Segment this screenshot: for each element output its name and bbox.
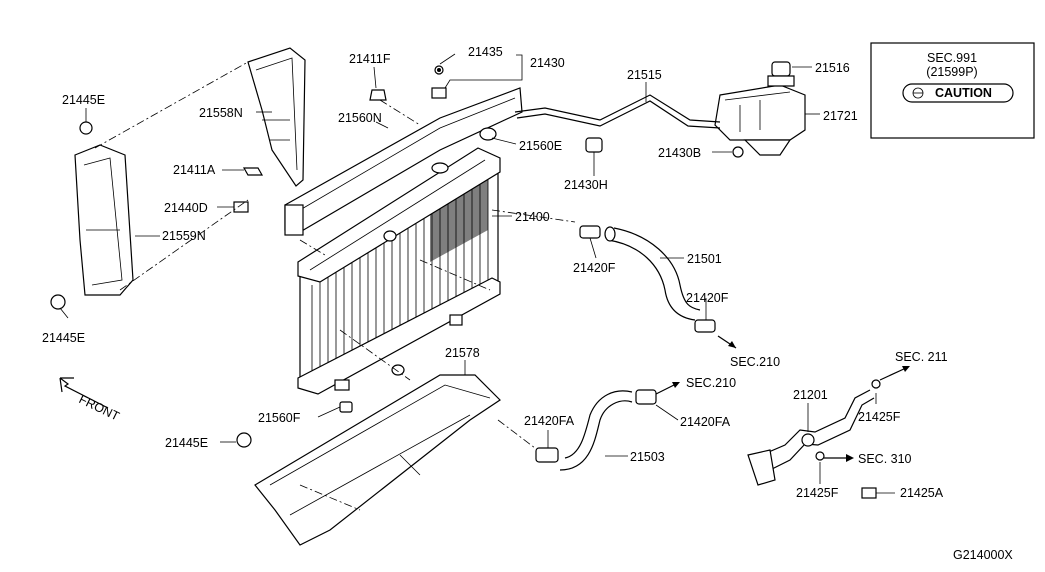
label-21430: 21430 [530, 56, 565, 70]
label-21560N: 21560N [338, 111, 382, 125]
label-21560E: 21560E [519, 139, 562, 153]
phantom-lines [94, 61, 576, 511]
diagram-id: G214000X [953, 548, 1013, 562]
label-21440D: 21440D [164, 201, 208, 215]
label-sec310: SEC. 310 [858, 452, 912, 466]
label-21425F-a: 21425F [858, 410, 901, 424]
front-label: FRONT [77, 392, 122, 424]
label-21558N: 21558N [199, 106, 243, 120]
label-21420FA-b: 21420FA [680, 415, 731, 429]
under-cover-21578 [254, 374, 501, 546]
label-21578: 21578 [445, 346, 480, 360]
air-guide-21559N [74, 144, 134, 296]
lower-hose-21503 [535, 389, 657, 471]
label-21425A: 21425A [900, 486, 944, 500]
label-21559N: 21559N [162, 229, 206, 243]
label-21435: 21435 [468, 45, 503, 59]
sec-arrows [655, 335, 910, 462]
front-arrow: FRONT [59, 377, 122, 424]
radiator-21400 [297, 147, 501, 395]
reservoir-tank-21721 [714, 61, 806, 156]
sec-991-caution-box: SEC.991 (21599P) CAUTION [870, 42, 1035, 139]
caution-label: CAUTION [935, 86, 992, 100]
label-21420FA-a: 21420FA [524, 414, 575, 428]
sec-box-subtitle: (21599P) [926, 65, 977, 79]
label-21201: 21201 [793, 388, 828, 402]
label-21420F-b: 21420F [686, 291, 729, 305]
label-sec210-a: SEC.210 [730, 355, 780, 369]
label-21425F-b: 21425F [796, 486, 839, 500]
shroud-side-21558N [247, 47, 306, 187]
label-21411A: 21411A [173, 163, 216, 177]
sec-box-title: SEC.991 [927, 51, 977, 65]
label-sec211: SEC. 211 [895, 350, 948, 364]
shroud-upper-21560N [284, 87, 523, 236]
label-21430H: 21430H [564, 178, 608, 192]
label-21721: 21721 [823, 109, 858, 123]
leader-lines [59, 53, 895, 494]
label-21411F: 21411F [349, 52, 391, 66]
label-21430B: 21430B [658, 146, 701, 160]
label-21503: 21503 [630, 450, 665, 464]
water-outlet-21201 [747, 379, 881, 486]
label-21420F-a: 21420F [573, 261, 616, 275]
label-21445E-left: 21445E [42, 331, 85, 345]
label-21501: 21501 [687, 252, 722, 266]
label-sec210-b: SEC.210 [686, 376, 736, 390]
label-21516: 21516 [815, 61, 850, 75]
reservoir-hose-21515 [514, 94, 721, 129]
label-21560F: 21560F [258, 411, 301, 425]
label-21515: 21515 [627, 68, 662, 82]
part-labels: 21445E 21558N 21411A 21440D 21559N 21445… [42, 45, 1013, 562]
label-21445E-bottom: 21445E [165, 436, 208, 450]
label-21445E-top: 21445E [62, 93, 105, 107]
fasteners [50, 65, 877, 499]
upper-hose-21501 [579, 225, 716, 333]
label-21400: 21400 [515, 210, 550, 224]
